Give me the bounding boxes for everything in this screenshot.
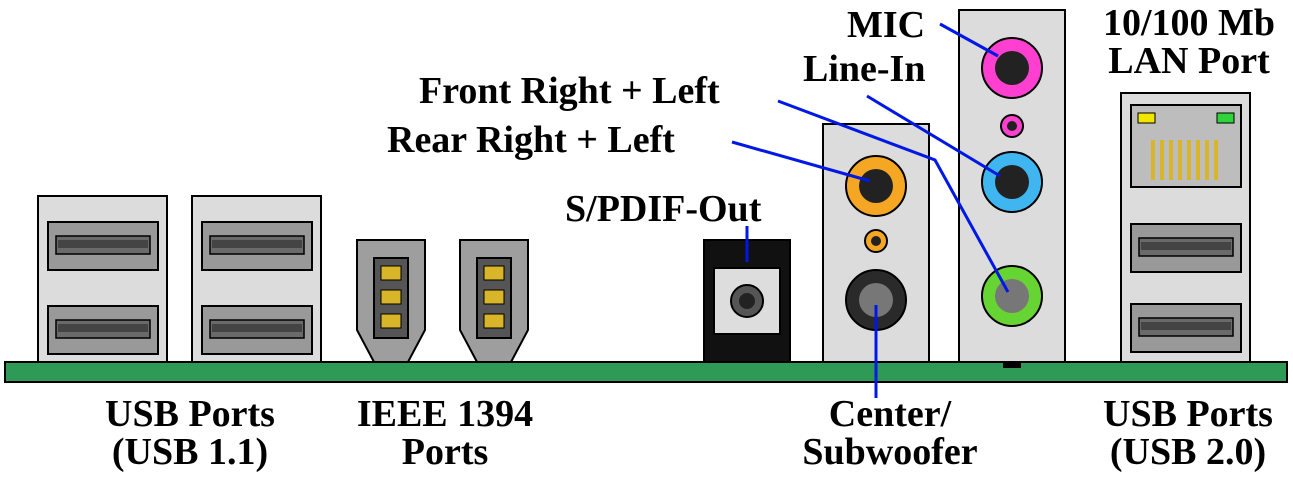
ieee-1394-label: IEEE 1394 Ports: [320, 395, 570, 471]
lan-pin: [1205, 140, 1209, 180]
mic-leader-line: [939, 22, 999, 58]
lan-pin: [1151, 140, 1155, 180]
center-subwoofer-label-line1: Center/: [828, 393, 952, 435]
audio-panel-right: [958, 9, 1066, 368]
lan-pin: [1160, 140, 1164, 180]
spdif-optical-port-icon: [703, 239, 791, 363]
firewire-port-icon: [356, 239, 426, 363]
usb-1-1-label-line2: (USB 1.1): [111, 431, 269, 473]
usb-1-1-stack-left: [37, 195, 168, 363]
lan-pin: [1178, 140, 1182, 180]
audio-panel-left: [822, 123, 930, 363]
usb-2-0-label-line2: (USB 2.0): [1109, 431, 1267, 473]
usb-1-1-label: USB Ports (USB 1.1): [60, 395, 320, 471]
lan-port-label-line2: LAN Port: [1108, 40, 1270, 80]
line-in-leader-line: [866, 94, 1001, 178]
lan-pin: [1187, 140, 1191, 180]
leader-lines: [731, 22, 1010, 398]
lan-usb-2-0-stack: [1120, 92, 1251, 363]
usb-port-icon: [201, 305, 313, 355]
line-in-label: Line-In: [803, 48, 926, 90]
center-subwoofer-label: Center/ Subwoofer: [770, 395, 1010, 471]
usb-2-0-label: USB Ports (USB 2.0): [1083, 395, 1293, 471]
usb-1-1-stack-right: [191, 195, 322, 363]
lan-port-label-line1: 10/100 Mb: [1102, 4, 1276, 44]
usb-1-1-label-line1: USB Ports: [105, 393, 275, 435]
rear-leader-line: [731, 140, 871, 183]
firewire-port-icon: [459, 239, 529, 363]
ieee-1394-label-line2: Ports: [401, 431, 489, 473]
front-speaker-label: Front Right + Left: [419, 70, 720, 112]
usb-port-icon: [1130, 303, 1242, 353]
spdif-label: S/PDIF-Out: [565, 188, 762, 230]
usb-2-0-label-line1: USB Ports: [1103, 393, 1273, 435]
front-leader-line: [777, 99, 1010, 293]
mic-label: MIC: [847, 4, 926, 46]
lan-port-label: 10/100 Mb LAN Port: [1089, 4, 1289, 80]
lan-pin: [1214, 140, 1218, 180]
usb-port-icon: [47, 221, 159, 271]
lan-port-icon: [1130, 104, 1242, 188]
lan-pin: [1196, 140, 1200, 180]
usb-port-icon: [1130, 223, 1242, 273]
lan-pin: [1169, 140, 1173, 180]
center-subwoofer-label-line2: Subwoofer: [802, 431, 978, 473]
usb-port-icon: [201, 221, 313, 271]
rear-speaker-label: Rear Right + Left: [387, 119, 675, 161]
lan-pins-icon: [1151, 140, 1218, 180]
usb-port-icon: [47, 305, 159, 355]
motherboard-edge: [4, 361, 1288, 383]
ieee-1394-label-line1: IEEE 1394: [356, 393, 534, 435]
